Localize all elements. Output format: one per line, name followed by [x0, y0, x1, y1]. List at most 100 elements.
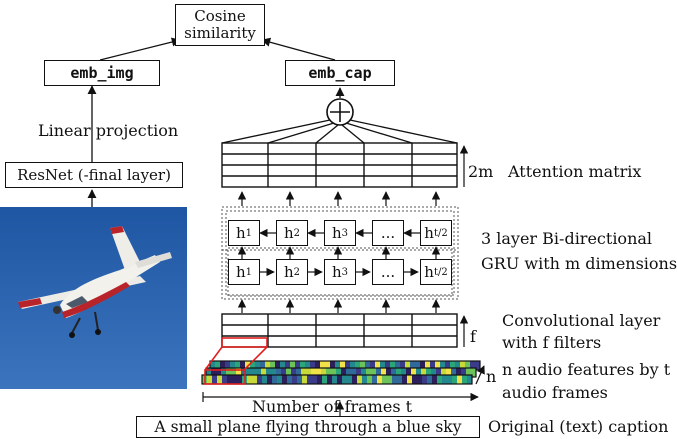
- spectrogram-bin: [302, 375, 308, 384]
- spectrogram-bin: [470, 361, 476, 370]
- gru-cell-label: ...: [380, 223, 396, 242]
- spectrogram-bin: [261, 368, 267, 377]
- spectrogram-bin: [300, 361, 306, 370]
- spectrogram-bin: [251, 368, 257, 377]
- spectrogram-bin: [232, 375, 238, 384]
- spectrogram-bin: [401, 368, 407, 377]
- gru-cell-label: h: [331, 262, 342, 281]
- arrow-cap-to-cosine: [261, 37, 336, 61]
- spectrogram-bin: [270, 361, 276, 370]
- spectrogram-bin: [231, 368, 237, 377]
- spectrogram-bin: [332, 375, 338, 384]
- spectrogram-bin: [375, 361, 381, 370]
- conv-label-line1: Convolutional layer: [502, 311, 661, 330]
- spectrogram-bin: [275, 361, 281, 370]
- cosine-line2: similarity: [184, 24, 256, 42]
- audio-label-line2: audio frames: [502, 383, 608, 402]
- spectrogram-bin: [246, 368, 252, 377]
- spectrogram-bin: [392, 375, 398, 384]
- spectrogram-bin: [421, 368, 427, 377]
- spectrogram-bin: [441, 368, 447, 377]
- spectrogram-bin: [212, 375, 218, 384]
- spectrogram-bin: [322, 375, 328, 384]
- spectrogram-bin: [415, 361, 421, 370]
- spectrogram-bin: [432, 375, 438, 384]
- spectrogram-bin: [317, 375, 323, 384]
- spectrogram-bin: [450, 361, 456, 370]
- spectrogram-bin: [325, 361, 331, 370]
- spectrogram-bin: [400, 361, 406, 370]
- spectrogram-bin: [311, 368, 317, 377]
- spectrogram-bin: [447, 375, 453, 384]
- gru-label-line1: 3 layer Bi-directional: [481, 229, 653, 248]
- spectrogram-bin: [272, 375, 278, 384]
- gru-label-line2: GRU with m dimensions: [481, 254, 677, 273]
- spectrogram-bin: [431, 368, 437, 377]
- emb-cap-label: emb_cap: [308, 63, 372, 82]
- spectrogram-bin: [326, 368, 332, 377]
- spectrogram-bin: [461, 368, 467, 377]
- spectrogram-bin: [316, 368, 322, 377]
- spectrogram-bin: [297, 375, 303, 384]
- spectrogram-bin: [236, 368, 242, 377]
- emb-img-box: emb_img: [44, 60, 160, 86]
- spectrogram-bin: [460, 361, 466, 370]
- spectrogram-bin: [402, 375, 408, 384]
- spectrogram-bin: [305, 361, 311, 370]
- spectrogram-bin: [287, 375, 293, 384]
- gru-cell-label: h: [283, 223, 294, 242]
- frames-label: Number of frames t: [252, 397, 413, 416]
- spectrogram-strip-outline: [201, 374, 473, 385]
- spectrogram-bin: [340, 361, 346, 370]
- spectrogram-bin: [230, 361, 236, 370]
- spectrogram-bin: [357, 375, 363, 384]
- spectrogram-bin: [341, 368, 347, 377]
- spectrogram-bin: [445, 361, 451, 370]
- spectrogram-bin: [391, 368, 397, 377]
- spectrogram-bin: [227, 375, 233, 384]
- spectrogram-bin: [412, 375, 418, 384]
- spectrogram-bin: [376, 368, 382, 377]
- spectrogram-bin: [306, 368, 312, 377]
- plane-image: [0, 207, 187, 389]
- spectrogram-bin: [211, 368, 217, 377]
- resnet-label: ResNet (-final layer): [17, 165, 171, 184]
- spectrogram-bin: [277, 375, 283, 384]
- spectrogram-bin: [312, 375, 318, 384]
- spectrogram-bin: [377, 375, 383, 384]
- audio-dim-label: n: [486, 367, 497, 386]
- spectrogram-bin: [425, 361, 431, 370]
- spectrogram-bin: [290, 361, 296, 370]
- spectrogram-bin: [252, 375, 258, 384]
- spectrogram-bin: [226, 368, 232, 377]
- gru-cell-subscript: 2: [293, 266, 301, 278]
- spectrogram-bin: [260, 361, 266, 370]
- spectrogram-bin: [267, 375, 273, 384]
- spectrogram-bin: [471, 368, 477, 377]
- spectrogram-bin: [405, 361, 411, 370]
- spectrogram-bin: [365, 361, 371, 370]
- conv-to-gru-arrows: [237, 299, 441, 313]
- spectrogram-bin: [321, 368, 327, 377]
- spectrogram-bin: [222, 375, 228, 384]
- arrow-img-to-cosine: [99, 37, 181, 61]
- spectrogram-bin: [220, 361, 226, 370]
- attention-matrix-label: Attention matrix: [508, 162, 642, 181]
- spectrogram-bin: [345, 361, 351, 370]
- spectrogram-bin: [217, 375, 223, 384]
- spectrogram-bin: [435, 361, 441, 370]
- spectrogram-bin: [426, 368, 432, 377]
- emb-cap-box: emb_cap: [285, 60, 395, 86]
- gru-cell-label: h: [424, 223, 434, 242]
- gru-cell-subscript: t/2: [433, 227, 448, 239]
- spectrogram-bin: [387, 375, 393, 384]
- spectrogram-bin: [462, 375, 468, 384]
- spectrogram-bin: [367, 375, 373, 384]
- spectrogram-bin: [422, 375, 428, 384]
- spectrogram-bin: [336, 368, 342, 377]
- spectrogram-bin: [281, 368, 287, 377]
- spectrogram-bin: [440, 361, 446, 370]
